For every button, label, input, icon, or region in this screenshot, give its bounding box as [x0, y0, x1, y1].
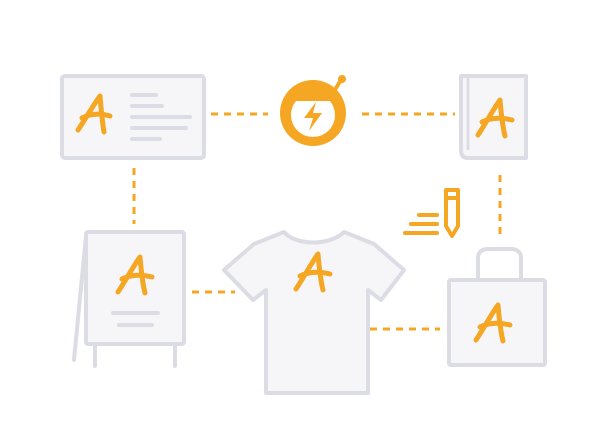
letter-a-mark	[293, 251, 333, 293]
letter-a-mark	[75, 93, 113, 135]
business-card-icon	[60, 74, 206, 160]
letter-a-mark	[475, 97, 515, 139]
lightning-helmet-icon	[280, 75, 346, 146]
tshirt-icon	[222, 230, 406, 395]
letter-a-mark	[115, 254, 155, 296]
book-icon	[459, 74, 528, 160]
connector-lines	[132, 112, 502, 331]
letter-a-mark	[473, 302, 513, 344]
a-frame-sign-icon	[72, 230, 186, 368]
tote-bag-icon	[447, 247, 547, 367]
pencil-icon	[403, 188, 460, 238]
